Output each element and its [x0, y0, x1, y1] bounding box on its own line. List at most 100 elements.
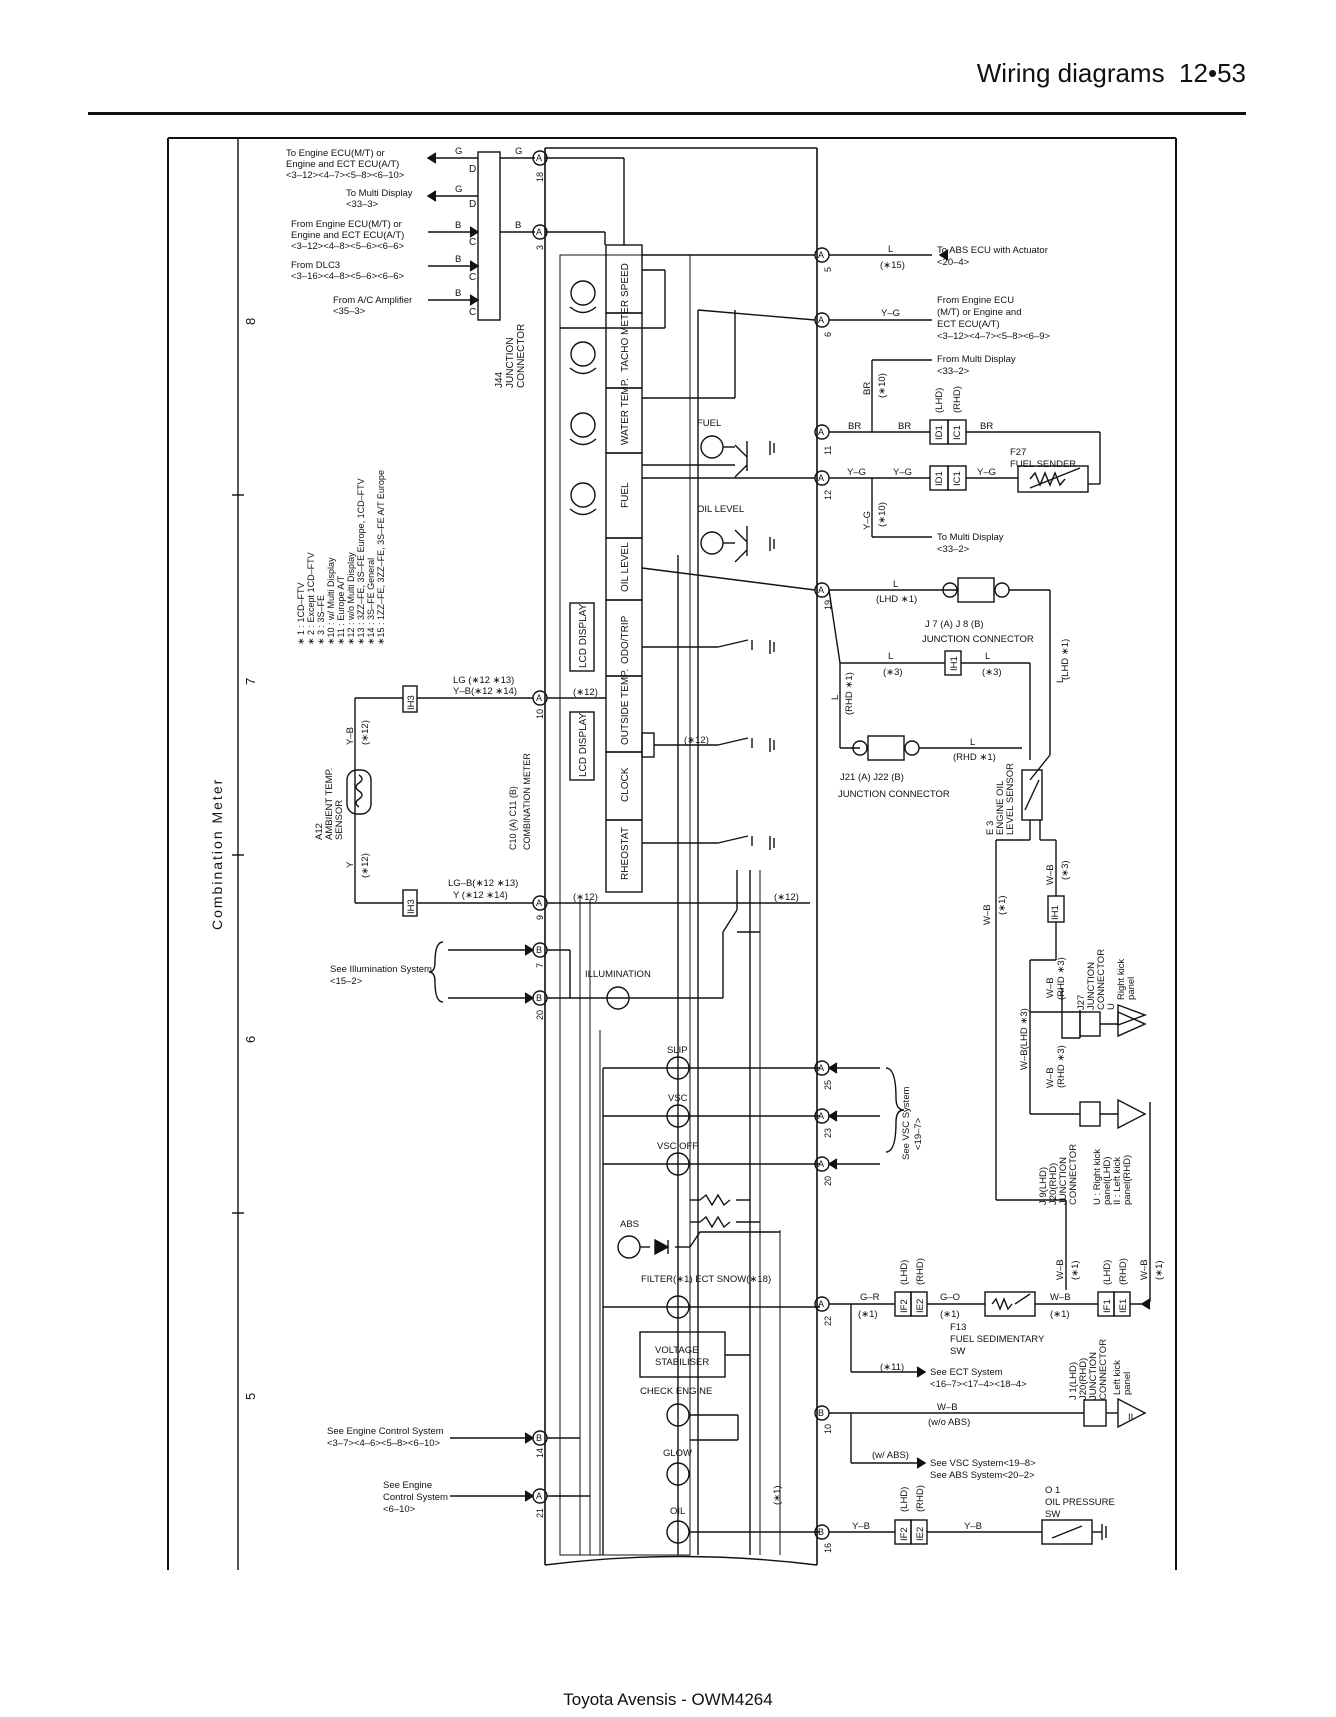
ref-engine-ecu-right: (M/T) or Engine and: [937, 307, 1021, 318]
kick-label: panel: [1126, 977, 1137, 1000]
wire-label: Y–B: [852, 1521, 870, 1532]
kick-label: panel: [1122, 1372, 1133, 1395]
oil-sensor-label: LEVEL SENSOR: [1005, 763, 1016, 835]
kick-label: II: [1128, 1412, 1133, 1423]
kick-label: panel(LHD): [1102, 1156, 1113, 1205]
j1-label: J 1(LHD): [1068, 1362, 1079, 1400]
wire-label: BR: [898, 421, 911, 432]
pin-letter: A: [818, 315, 824, 325]
filter-sw-label: FUEL SEDIMENTARY: [950, 1334, 1045, 1345]
wire-label: B: [455, 288, 461, 299]
note: ∗15 : 1ZZ–FE, 3ZZ–FE, 3S–FE A/T Europe: [376, 470, 386, 645]
ref-abs-ecu: <20–4>: [937, 257, 970, 268]
pin-number: 18: [535, 172, 545, 182]
pin-letter: A: [818, 1159, 824, 1169]
conn-code: IH3: [406, 899, 417, 914]
j44-pin: C: [469, 307, 476, 318]
wire-label: L: [985, 651, 990, 662]
illumination-ref: <15–2>: [330, 976, 363, 987]
wire-label: BR: [980, 421, 993, 432]
wire-label: W–B: [937, 1402, 958, 1413]
tag: (w/ ABS): [872, 1450, 909, 1461]
engine-control-wiring: [450, 1432, 590, 1502]
ambient-sensor-label: AMBIENT TEMP.: [324, 768, 335, 840]
pin-letter: A: [536, 227, 542, 237]
tag: (LHD ∗1): [1060, 639, 1071, 680]
ref-vsc: See VSC System: [901, 1087, 912, 1160]
conn-code: ID1: [934, 471, 945, 486]
pin-number: 7: [535, 963, 545, 968]
pin-letter: A: [536, 153, 542, 163]
pin-number: 12: [823, 490, 833, 500]
header-page-number: 12•53: [1179, 58, 1246, 88]
conn-code: IH3: [406, 695, 417, 710]
oil-pressure-label: SW: [1045, 1509, 1060, 1520]
wire-label: Y: [345, 861, 356, 868]
wire-label: BR: [862, 382, 873, 395]
block-outside-temp: OUTSIDE TEMP.: [620, 669, 631, 745]
wire-label: L: [830, 695, 841, 700]
illumination-ref: See Illumination System: [330, 964, 432, 975]
wire-label: W–B(LHD ∗3): [1019, 1008, 1030, 1070]
j9-label: J20(RHD): [1048, 1163, 1059, 1205]
engine-ref: See Engine: [383, 1480, 432, 1491]
wire-label: G: [515, 146, 522, 157]
header-title: Wiring diagrams: [976, 58, 1165, 88]
note: ∗14 : 3S–FE General: [366, 558, 376, 645]
pin-number: 22: [823, 1316, 833, 1326]
wire-label: Y–B(∗12 ∗14): [453, 686, 517, 697]
j44-pin: D: [469, 199, 476, 210]
tag: (w/o ABS): [928, 1417, 970, 1428]
ref-engine-ecu-right: From Engine ECU: [937, 295, 1014, 306]
wire-label: L: [888, 651, 893, 662]
j27-label: CONNECTOR: [1096, 949, 1107, 1010]
gauge-symbols: [569, 280, 597, 516]
note: ∗11 : Europe A/T: [336, 575, 346, 645]
block-clock: CLOCK: [620, 767, 631, 802]
fuel-sender-label: F27: [1010, 447, 1026, 458]
kick-label: U: [1106, 1003, 1117, 1010]
conn-code: IC1: [952, 471, 963, 486]
ref-engine-ecu: Engine and ECT ECU(A/T): [286, 159, 399, 170]
ref-vsc: <19–7>: [913, 1117, 924, 1150]
pin-number: 23: [823, 1128, 833, 1138]
voltage-stabiliser: STABILISER: [655, 1357, 709, 1368]
jc1-label: JUNCTION CONNECTOR: [922, 634, 1034, 645]
tag: (∗12): [573, 687, 598, 698]
conn-code: IC1: [952, 425, 963, 440]
ref-multi-display-right: <33–2>: [937, 544, 970, 555]
tag: (RHD ∗3): [1056, 1045, 1067, 1088]
ref-multi-display: To Multi Display: [346, 188, 413, 199]
wire-label: BR: [848, 421, 861, 432]
tag: (RHD): [952, 386, 963, 413]
tag: (∗15): [880, 260, 905, 271]
wire-label: Y–G: [977, 467, 996, 478]
ref-multi-display-right: <33–2>: [937, 366, 970, 377]
note: ∗ 3 : 3S–FE: [316, 595, 326, 645]
pin-number: 16: [823, 1543, 833, 1553]
tag: (RHD ∗1): [844, 672, 855, 715]
tag: (∗10): [877, 502, 888, 527]
pin-number: 10: [535, 709, 545, 719]
jc2-label: J21 (A) J22 (B): [840, 772, 904, 783]
j27-label: J27: [1076, 995, 1087, 1010]
pin-number: 5: [823, 267, 833, 272]
grid-number: 5: [243, 1393, 258, 1400]
grid-number: 8: [243, 318, 258, 325]
pin-number: 20: [823, 1176, 833, 1186]
oil-pressure-label: O 1: [1045, 1485, 1060, 1496]
ref-from-engine-ecu: Engine and ECT ECU(A/T): [291, 230, 404, 241]
ref-multi-display-right: From Multi Display: [937, 354, 1016, 365]
tag: (∗12): [774, 892, 799, 903]
pin-number: 3: [535, 245, 545, 250]
pin-number: 25: [823, 1080, 833, 1090]
pin-number: 9: [535, 915, 545, 920]
wire-label: LG (∗12 ∗13): [453, 675, 514, 686]
block-rheostat: RHEOSTAT: [620, 827, 631, 880]
wire-label: G–O: [940, 1292, 960, 1303]
lamp-filter: FILTER(∗1) ECT SNOW(∗18): [641, 1274, 771, 1285]
j9-label: J 9(LHD): [1038, 1167, 1049, 1205]
block-odo-trip: ODO/TRIP: [620, 615, 631, 664]
pin-letter: A: [818, 1063, 824, 1073]
